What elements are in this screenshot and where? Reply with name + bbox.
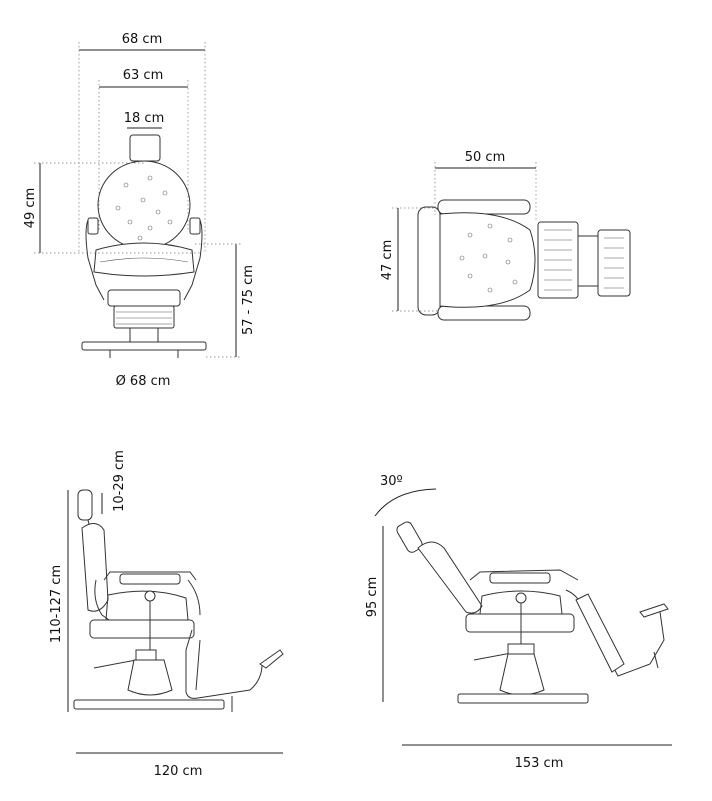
label-seat-depth: 47 cm bbox=[380, 240, 395, 281]
label-width-inner: 63 cm bbox=[123, 68, 164, 83]
front-view: 68 cm 63 cm 18 cm 49 cm 57 - 75 cm Ø 68 … bbox=[23, 32, 256, 389]
label-backrest-height: 49 cm bbox=[23, 188, 38, 229]
label-headrest-adjust: 10-29 cm bbox=[112, 450, 127, 512]
label-seat-width: 50 cm bbox=[465, 150, 506, 165]
top-chair-drawing bbox=[417, 199, 631, 321]
reclined-chair-drawing bbox=[396, 521, 669, 704]
label-base-diameter: Ø 68 cm bbox=[116, 374, 171, 389]
top-view: 50 cm 47 cm bbox=[380, 150, 631, 321]
label-width-outer: 68 cm bbox=[122, 32, 163, 47]
label-seat-height: 57 - 75 cm bbox=[241, 265, 256, 335]
label-reclined-length: 153 cm bbox=[515, 756, 564, 771]
label-recline-angle: 30º bbox=[380, 474, 403, 489]
recline-angle-arc bbox=[374, 488, 437, 517]
side-view: 10-29 cm 110-127 cm 120 cm bbox=[49, 450, 284, 779]
label-reclined-height: 95 cm bbox=[365, 577, 380, 618]
reclined-view: 30º 95 cm 153 cm bbox=[365, 474, 672, 771]
front-chair-drawing bbox=[81, 134, 207, 358]
label-side-length: 120 cm bbox=[154, 764, 203, 779]
side-chair-drawing bbox=[73, 489, 284, 712]
label-headrest-width: 18 cm bbox=[124, 111, 165, 126]
label-total-height: 110-127 cm bbox=[49, 565, 64, 643]
